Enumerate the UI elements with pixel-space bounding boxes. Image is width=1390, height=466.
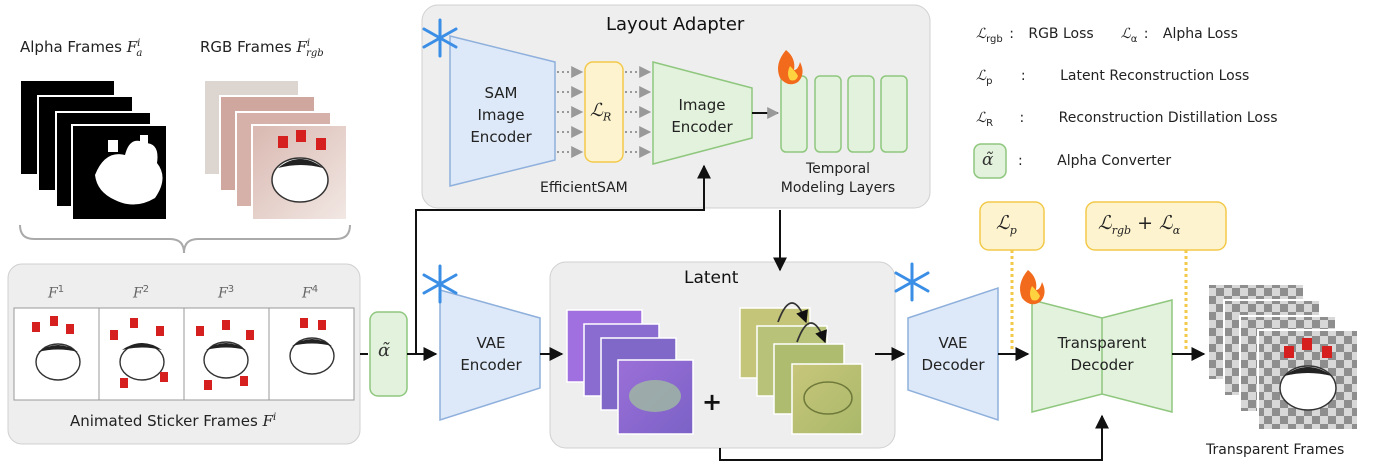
transparent-frames-caption: Transparent Frames [1206, 442, 1345, 458]
alpha-frames-stack [19, 79, 168, 221]
legend-alpha-converter-row: : Alpha Converter [1018, 153, 1172, 169]
dotted-arrows-left [557, 66, 584, 158]
vae-encoder-shape [439, 289, 541, 422]
legend-r-row: ℒR : Reconstruction Distillation Loss [976, 110, 1278, 129]
latent-frames-olive [739, 307, 863, 435]
vae-encoder-label: VAE Encoder [460, 334, 522, 374]
skip-connection-arrow [719, 414, 1109, 461]
frozen-snowflake-icon [894, 262, 930, 302]
latent-recurrent-arrows [777, 302, 827, 344]
vae-decoder-label: VAE Decoder [921, 334, 985, 374]
converter-to-image-encoder-arrow [415, 164, 711, 354]
sam-image-encoder-shape [449, 35, 556, 187]
dotted-arrows-right [625, 66, 652, 158]
sticker-frames-caption: Animated Sticker Frames Fi [70, 412, 277, 430]
alpha-converter-symbol: α̃ [378, 340, 391, 361]
transparent-decoder-label: Transparent Decoder [1057, 334, 1147, 374]
frame-label-4: F4 [302, 284, 319, 302]
alpha-frames-title: Alpha Frames Fia [20, 38, 143, 59]
trainable-flame-icon [778, 50, 803, 85]
trainable-flame-icon [1020, 270, 1045, 305]
vae-decoder-shape [907, 286, 999, 422]
loss-rgb-alpha-label: ℒrgb + ℒα [1098, 212, 1181, 237]
latent-plus-sign: + [702, 388, 722, 416]
loss-rgb-alpha-box [1085, 201, 1227, 251]
output-sticker-character-icon [1279, 338, 1337, 411]
sam-image-encoder-label: SAM Image Encoder [470, 84, 532, 146]
grouping-brace [19, 224, 351, 254]
image-encoder-shape [652, 61, 753, 165]
frozen-snowflake-icon [422, 264, 458, 304]
legend-alpha-converter-swatch [973, 143, 1007, 179]
legend-rgb-alpha-row: ℒrgb : RGB Loss ℒα : Alpha Loss [976, 26, 1238, 45]
efficientsam-label: EfficientSAM [540, 180, 628, 196]
frame-label-3: F3 [218, 284, 235, 302]
sticker-frame-1 [32, 316, 81, 381]
loss-r-box [584, 61, 624, 163]
sticker-character-icon [271, 130, 329, 203]
rgb-frames-stack [203, 79, 348, 221]
loss-p-label: ℒp [996, 212, 1017, 237]
loss-r-label: ℒR [590, 100, 612, 124]
temporal-modeling-label: Temporal Modeling Layers [780, 161, 896, 196]
latent-title: Latent [684, 268, 739, 288]
sticker-frame-4 [289, 318, 335, 375]
transparent-frames-stack [1207, 283, 1359, 431]
latent-frames-purple [566, 309, 694, 435]
rgb-frames-title: RGB Frames Firgb [200, 38, 324, 59]
temporal-modeling-layers [780, 75, 908, 153]
legend-alpha-converter-symbol: α̃ [982, 150, 994, 170]
frame-label-1: F1 [48, 284, 65, 302]
image-encoder-label: Image Encoder [671, 96, 733, 136]
sticker-frame-2 [110, 318, 168, 388]
frame-label-2: F2 [133, 284, 150, 302]
sticker-frame-3 [196, 320, 254, 390]
legend-p-row: ℒp : Latent Reconstruction Loss [976, 68, 1250, 87]
frozen-snowflake-icon [422, 18, 458, 58]
layout-adapter-title: Layout Adapter [606, 14, 745, 35]
